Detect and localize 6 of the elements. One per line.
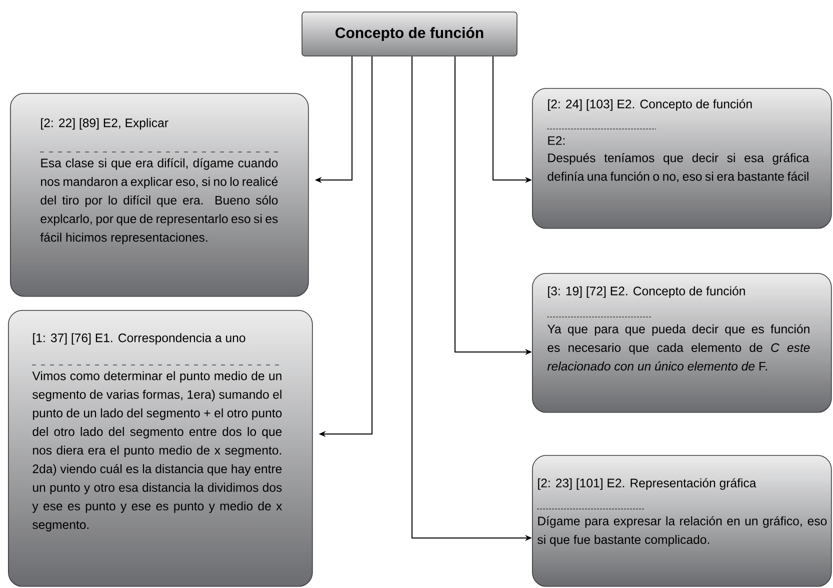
quote-box: [2: 24] [103] E2. Concepto de función E2: Después teníamos que decir si esa gráfica definía una función o no, eso si era bastante fácil <box>532 88 832 229</box>
quote-box: [2: 22] [89] E2, Explicar Esa clase si que era difícil, dígame cuando nos mandaron a explicar eso, si no lo realicé del tiro por lo difícil que era. Bueno sólo explcarlo, por que de representarlo eso si es fácil hicimos representaciones. <box>10 93 309 297</box>
quote-box: [2: 23] [101] E2. Representación gráfica Dígame para expresar la relación en un gráfico, eso si que fue bastante complicado. <box>532 455 832 587</box>
quote-box: [3: 19] [72] E2. Concepto de función Ya que para que pueda decir que es función es necesario que cada elemento de C este relacionado con un único elemento de F. <box>532 273 832 413</box>
title-box: Concepto de función <box>302 12 518 56</box>
quote-box: [1: 37] [76] E1. Correspondencia a uno Vimos como determinar el punto medio de un segmento de varias formas, 1era) sumando el punto de un lado del segmento + el otro punto del otro lado del segmento entre dos lo que nos diera era el punto medio de x segmento. 2da) viendo cuál es la distancia que hay entre un punto y otro esa distancia la dividimos dos y ese es punto y ese es punto y medio de x segmento. <box>8 310 313 587</box>
